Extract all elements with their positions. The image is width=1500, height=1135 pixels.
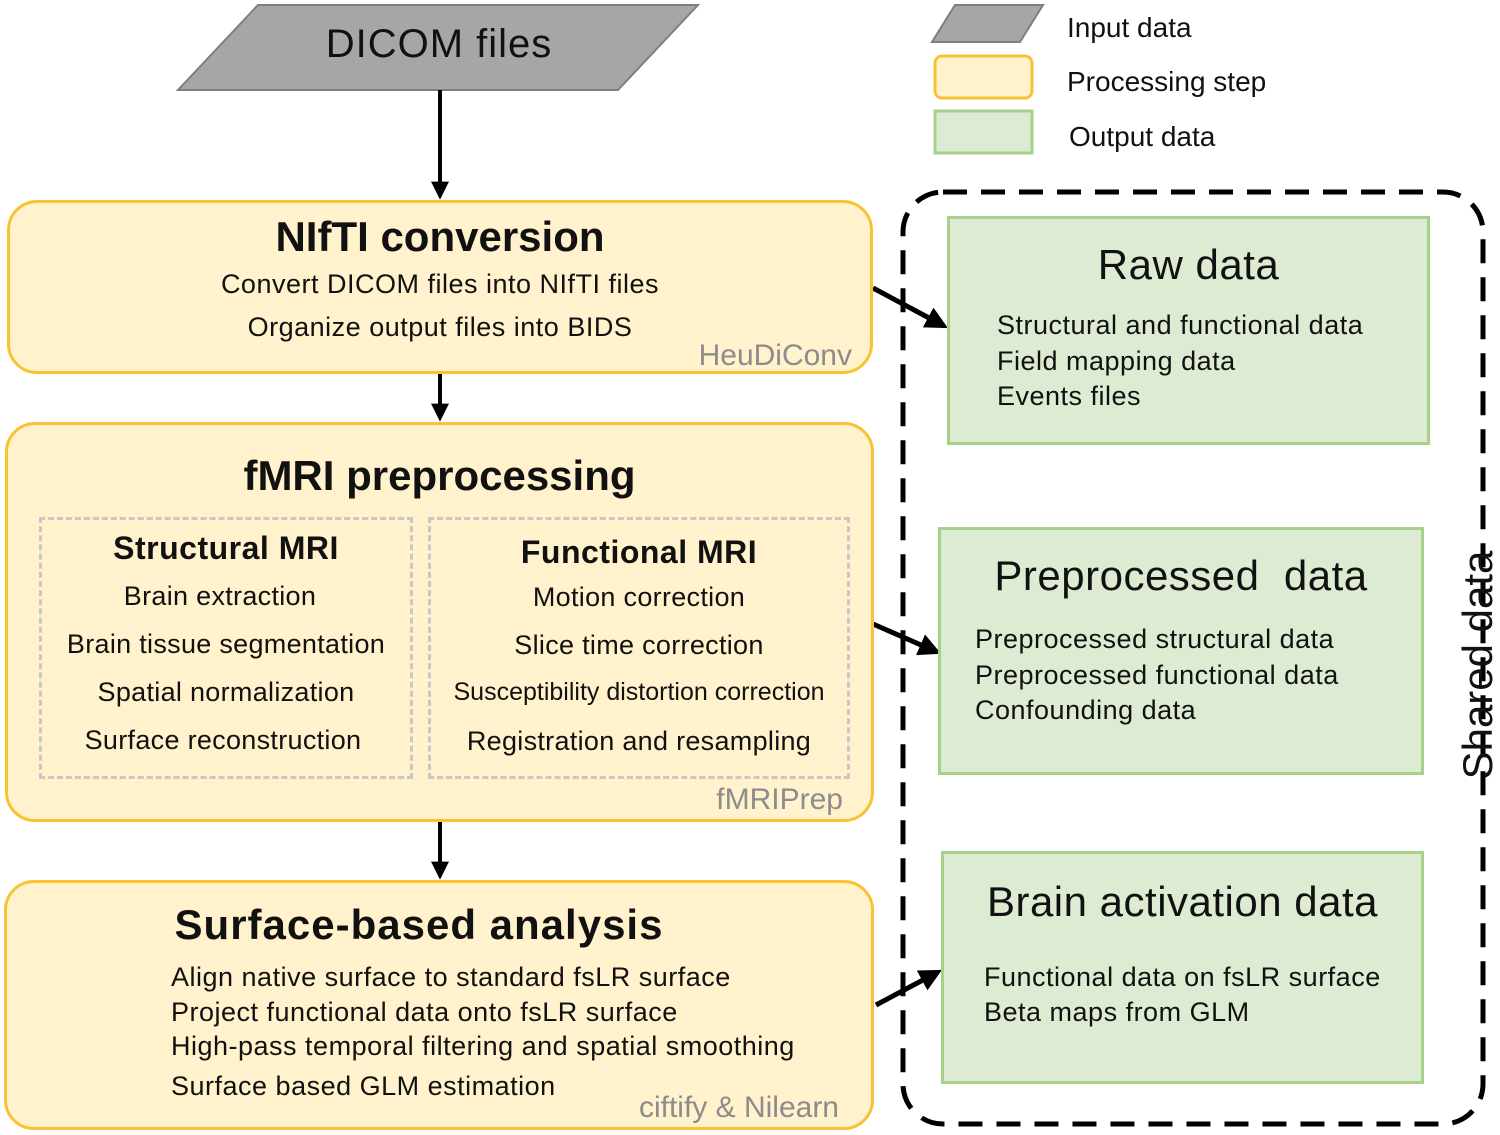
input-data-shape xyxy=(175,4,701,91)
arrow-conversion-to-raw xyxy=(871,285,948,329)
legend-input-label: Input data xyxy=(1067,12,1192,43)
output-line: Functional data on fsLR surface xyxy=(984,962,1381,992)
step-title: Surface-based analysis xyxy=(174,901,664,948)
legend-processing-label: Processing step xyxy=(1067,66,1267,97)
tool-label: fMRIPrep xyxy=(716,783,843,816)
functional-mri-panel: Functional MRI Motion correction Slice t… xyxy=(428,517,850,779)
output-title: Raw data xyxy=(1097,241,1280,288)
functional-mri-title: Functional MRI xyxy=(520,534,758,570)
step-line: High-pass temporal filtering and spatial… xyxy=(171,1031,795,1061)
step-line: Surface based GLM estimation xyxy=(171,1071,556,1101)
legend-processing-swatch xyxy=(933,54,1034,100)
raw-data-output: Raw data Structural and functional data … xyxy=(947,216,1430,445)
output-title: Brain activation data xyxy=(986,878,1379,925)
tool-label: ciftify & Nilearn xyxy=(638,1091,839,1124)
output-line: Preprocessed structural data xyxy=(975,624,1335,654)
output-title: Preprocessed data xyxy=(994,552,1368,599)
brain-activation-output: Brain activation data Functional data on… xyxy=(941,851,1424,1084)
output-line: Field mapping data xyxy=(997,346,1236,376)
step-line: Project functional data onto fsLR surfac… xyxy=(171,997,678,1027)
surface-analysis-step: Surface-based analysis Align native surf… xyxy=(4,880,874,1130)
legend-output-swatch xyxy=(933,109,1034,155)
structural-item: Spatial normalization xyxy=(97,677,355,707)
legend-input-swatch xyxy=(930,4,1045,43)
input-data-label: DICOM files xyxy=(325,22,553,66)
shared-data-boundary xyxy=(900,189,1486,1127)
functional-item: Motion correction xyxy=(532,582,746,612)
step-line: Align native surface to standard fsLR su… xyxy=(171,962,731,992)
arrow-preprocessing-to-preprocessed xyxy=(871,621,942,656)
output-line: Preprocessed functional data xyxy=(975,660,1339,690)
output-line: Events files xyxy=(997,381,1142,411)
structural-item: Brain extraction xyxy=(123,581,317,611)
functional-item: Registration and resampling xyxy=(466,726,812,756)
step-title: NIfTI conversion xyxy=(275,213,605,260)
fmri-preprocessing-step: fMRI preprocessing Structural MRI Brain … xyxy=(5,422,874,822)
shared-data-label: Shared data xyxy=(1454,550,1500,780)
structural-mri-panel: Structural MRI Brain extraction Brain ti… xyxy=(39,517,413,779)
arrow-analysis-to-activation xyxy=(874,969,942,1008)
structural-mri-title: Structural MRI xyxy=(113,530,339,566)
output-line: Beta maps from GLM xyxy=(984,997,1250,1027)
step-line: Organize output files into BIDS xyxy=(247,312,633,342)
nifti-conversion-step: NIfTI conversion Convert DICOM files int… xyxy=(7,200,873,374)
functional-item: Susceptibility distortion correction xyxy=(453,678,825,706)
output-line: Structural and functional data xyxy=(997,310,1364,340)
structural-item: Surface reconstruction xyxy=(84,725,362,755)
tool-label: HeuDiConv xyxy=(698,339,852,372)
legend-output-label: Output data xyxy=(1069,121,1216,152)
structural-item: Brain tissue segmentation xyxy=(66,629,386,659)
functional-item: Slice time correction xyxy=(514,630,764,660)
output-line: Confounding data xyxy=(975,695,1197,725)
preprocessed-data-output: Preprocessed data Preprocessed structura… xyxy=(938,527,1424,775)
step-title: fMRI preprocessing xyxy=(243,452,636,499)
step-line: Convert DICOM files into NIfTI files xyxy=(220,269,660,299)
